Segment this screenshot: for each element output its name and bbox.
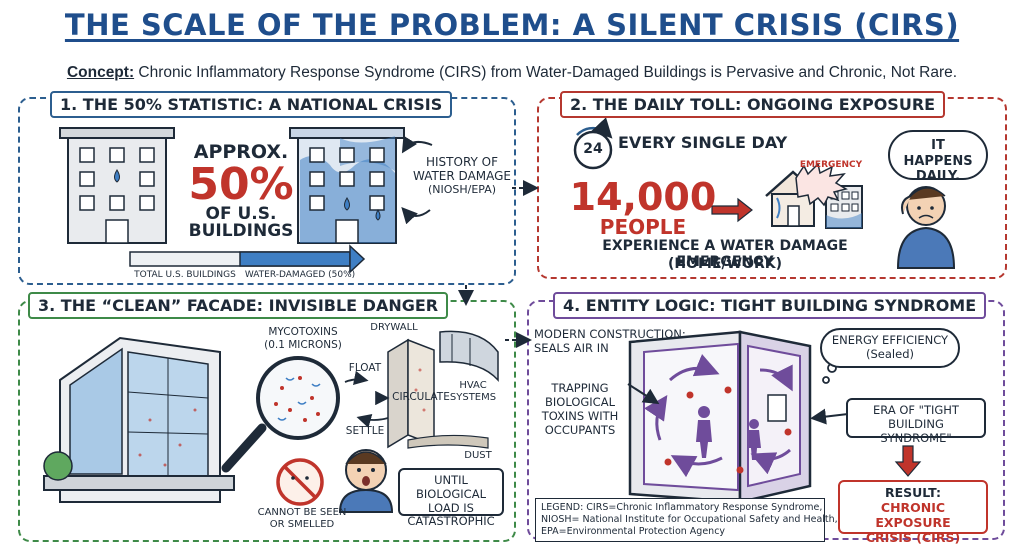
glass-building-icon — [43, 336, 235, 503]
mycotoxins-label: MYCOTOXINS — [268, 326, 338, 338]
biological-label: BIOLOGICAL — [545, 395, 615, 409]
until-catastrophic-box: UNTIL BIOLOGICAL LOAD IS CATASTROPHIC — [398, 468, 504, 528]
legend-box: LEGEND: CIRS=Chronic Inflammatory Respon… — [535, 498, 838, 542]
result-line-1: CHRONIC EXPOSURE — [875, 500, 951, 530]
shocked-person-icon — [338, 449, 394, 513]
red-arrow-icon — [711, 197, 753, 223]
it-happens-bubble: IT HAPPENS DAILY. — [888, 130, 988, 184]
people-label: PEOPLE — [599, 215, 687, 239]
result-label: RESULT: — [884, 485, 942, 500]
dry-building-icon — [59, 127, 175, 244]
people-count: 14,000 — [569, 175, 717, 219]
until-line-3: CATASTROPHIC — [407, 514, 495, 529]
bar-left-label: TOTAL U.S. BUILDINGS — [134, 270, 236, 280]
energy-line-1: ENERGY EFFICIENCY — [831, 333, 949, 347]
concept-label: Concept: — [66, 64, 135, 81]
concept-line: Concept: Chronic Inflammatory Response S… — [0, 64, 1024, 82]
panel-connector-arrows — [458, 180, 539, 348]
drywall-label: DRYWALL — [370, 322, 418, 333]
trapping-label: TRAPPING — [551, 381, 609, 395]
era-line-1: ERA OF "TIGHT — [873, 403, 959, 417]
era-tight-building-box: ERA OF "TIGHT BUILDING SYNDROME" — [846, 398, 986, 444]
trap-arrow — [627, 383, 660, 405]
legend-line-3: EPA=Environmental Protection Agency — [541, 525, 726, 537]
emergency-tag: EMERGENCY — [799, 160, 863, 170]
worried-person-icon — [896, 186, 956, 269]
era-arrow — [810, 408, 849, 425]
result-box: RESULT: CHRONIC EXPOSURE CRISIS (CIRS) — [838, 480, 988, 545]
circulate-label: CIRCULATE — [392, 391, 450, 403]
clock-number: 24 — [583, 141, 603, 157]
legend-line-2: NIOSH= National Institute for Occupation… — [541, 513, 838, 525]
water-damage-label: WATER DAMAGE — [412, 169, 512, 183]
dust-label: DUST — [464, 450, 492, 461]
bubble-line-1: IT HAPPENS — [903, 138, 973, 169]
result-arrow — [894, 445, 922, 477]
history-arrow-bottom — [401, 207, 431, 225]
until-line-1: UNTIL BIOLOGICAL — [416, 473, 486, 501]
emergency-burst-icon — [795, 162, 848, 207]
sealed-room-icon — [628, 330, 812, 504]
panel-3-title: 3. THE “CLEAN” FACADE: INVISIBLE DANGER — [28, 292, 449, 319]
of-us-label: OF U.S. — [205, 204, 277, 224]
approx-label: APPROX. — [193, 141, 289, 163]
result-line-2: CRISIS (CIRS) — [865, 530, 961, 545]
percent-value: 50% — [188, 159, 294, 210]
modern-construction-label: MODERN CONSTRUCTION: — [534, 327, 686, 341]
home-work-label: (HOME/WORK) — [668, 256, 782, 272]
hvac-duct-icon — [439, 330, 499, 382]
hvac-label: HVAC — [459, 380, 487, 391]
history-arrow-top — [401, 135, 433, 154]
dust-pile-icon — [407, 434, 489, 449]
toxins-with-label: TOXINS WITH — [541, 409, 619, 423]
cannot-smelled-label: OR SMELLED — [269, 519, 335, 530]
legend-line-1: LEGEND: CIRS=Chronic Inflammatory Respon… — [541, 502, 823, 513]
until-line-2: LOAD IS — [428, 500, 474, 515]
water-damaged-building-icon — [289, 127, 405, 244]
energy-efficiency-bubble: ENERGY EFFICIENCY (Sealed) — [820, 328, 960, 368]
bar-right-label: WATER-DAMAGED (50%) — [244, 270, 356, 280]
experience-label: EXPERIENCE A WATER DAMAGE EMERGENCY — [602, 238, 848, 271]
era-line-2: BUILDING SYNDROME" — [880, 416, 952, 445]
source-label: (NIOSH/EPA) — [427, 183, 497, 196]
magnifying-glass-icon — [221, 356, 340, 473]
energy-line-2: (Sealed) — [866, 346, 914, 361]
fifty-percent-bar — [129, 244, 366, 274]
panel-2-title: 2. THE DAILY TOLL: ONGOING EXPOSURE — [560, 91, 946, 118]
microns-label: (0.1 MICRONS) — [264, 339, 342, 351]
occupants-label: OCCUPANTS — [544, 423, 616, 437]
buildings-label: BUILDINGS — [188, 221, 294, 241]
spore-flow-arrows — [344, 370, 390, 428]
clock-24-icon — [573, 117, 613, 170]
settle-label: SETTLE — [345, 425, 385, 437]
drywall-icon — [387, 338, 435, 449]
panel-4-title: 4. ENTITY LOGIC: TIGHT BUILDING SYNDROME — [553, 292, 987, 319]
page-title: THE SCALE OF THE PROBLEM: A SILENT CRISI… — [64, 8, 960, 42]
every-day-label: EVERY SINGLE DAY — [618, 133, 788, 152]
systems-label: SYSTEMS — [449, 392, 497, 403]
float-label: FLOAT — [348, 362, 382, 374]
history-label: HISTORY OF — [425, 155, 499, 169]
seals-air-label: SEALS AIR IN — [534, 341, 609, 355]
bubble-line-2: DAILY. — [915, 169, 961, 185]
concept-text: Chronic Inflammatory Response Syndrome (… — [134, 64, 958, 81]
no-see-smell-icon — [276, 458, 324, 506]
cannot-seen-label: CANNOT BE SEEN — [257, 507, 347, 518]
panel-1-title: 1. THE 50% STATISTIC: A NATIONAL CRISIS — [50, 91, 453, 118]
